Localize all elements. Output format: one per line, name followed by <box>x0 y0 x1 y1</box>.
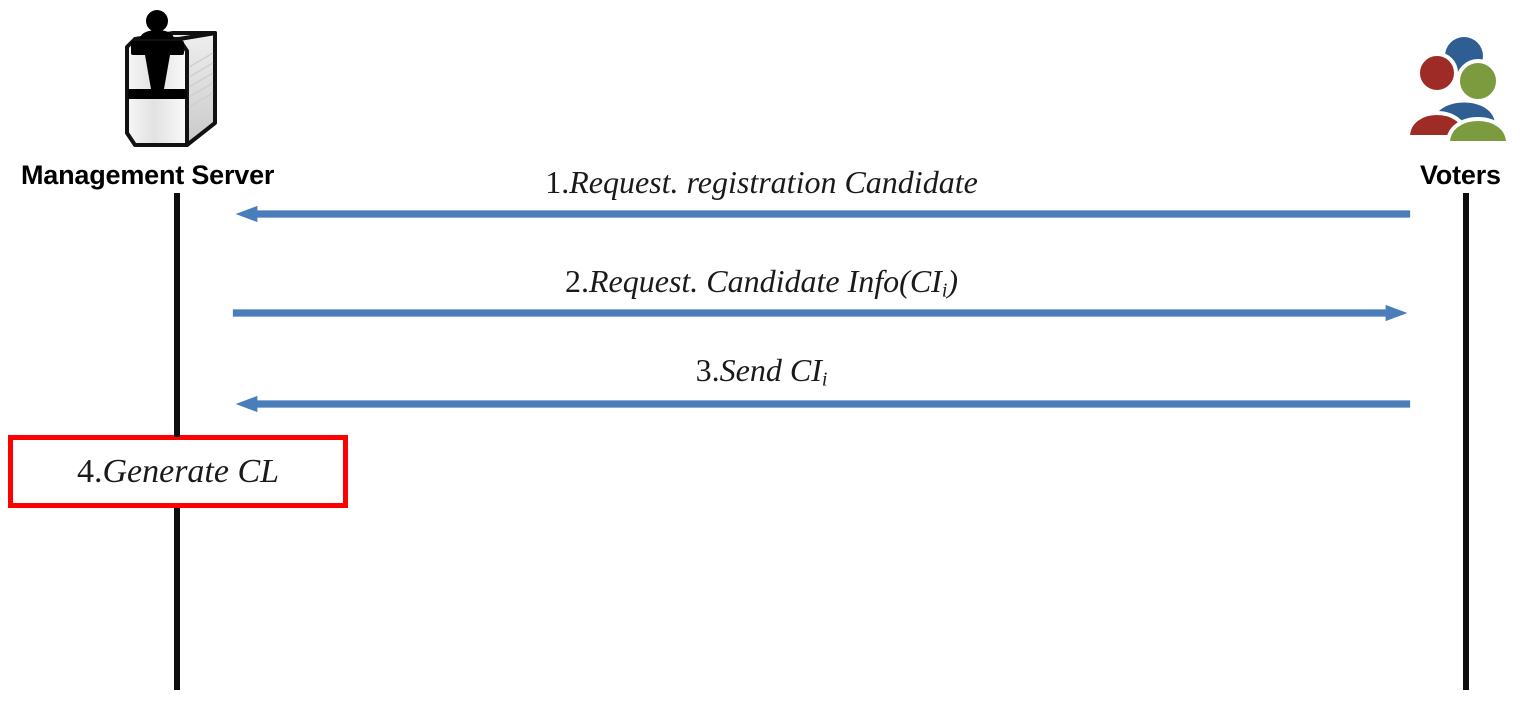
actor-management-server: Management Server <box>0 0 360 195</box>
action-box-generate-cl[interactable]: 4.Generate CL <box>8 435 348 508</box>
lifeline-overlay-management-server <box>174 425 180 437</box>
message-number-1: 1. <box>545 164 570 200</box>
message-arrow-1 <box>235 205 1411 223</box>
message-subscript-3: i <box>821 368 828 391</box>
action-box-number: 4. <box>76 452 103 490</box>
voters-group-icon <box>1405 37 1511 143</box>
message-subscript-2: i <box>941 279 948 302</box>
message-text-tail-2: ) <box>947 263 958 299</box>
message-arrow-3 <box>235 395 1411 413</box>
lifeline-overlay-management-server-lower <box>174 508 180 690</box>
actor-label-management-server: Management Server <box>21 160 275 190</box>
message-label-1: 1.Request. registration Candidate <box>0 164 1523 201</box>
server-podium-icon <box>125 10 217 147</box>
message-arrow-2 <box>232 304 1408 322</box>
actor-voters: Voters <box>1390 0 1523 195</box>
message-number-2: 2. <box>565 263 589 299</box>
message-text-2: Request. Candidate Info(CI <box>589 263 942 299</box>
message-label-2: 2.Request. Candidate Info(CIi) <box>0 263 1523 302</box>
message-number-3: 3. <box>695 352 720 388</box>
action-box-label: 4.Generate CL <box>77 453 279 491</box>
lifeline-voters <box>1463 193 1469 690</box>
action-box-text: Generate CL <box>102 452 280 490</box>
message-label-3: 3.Send CIi <box>0 352 1523 391</box>
actor-label-voters: Voters <box>1420 160 1501 190</box>
message-text-1: Request. registration Candidate <box>569 164 978 200</box>
message-text-3: Send CI <box>719 352 822 388</box>
